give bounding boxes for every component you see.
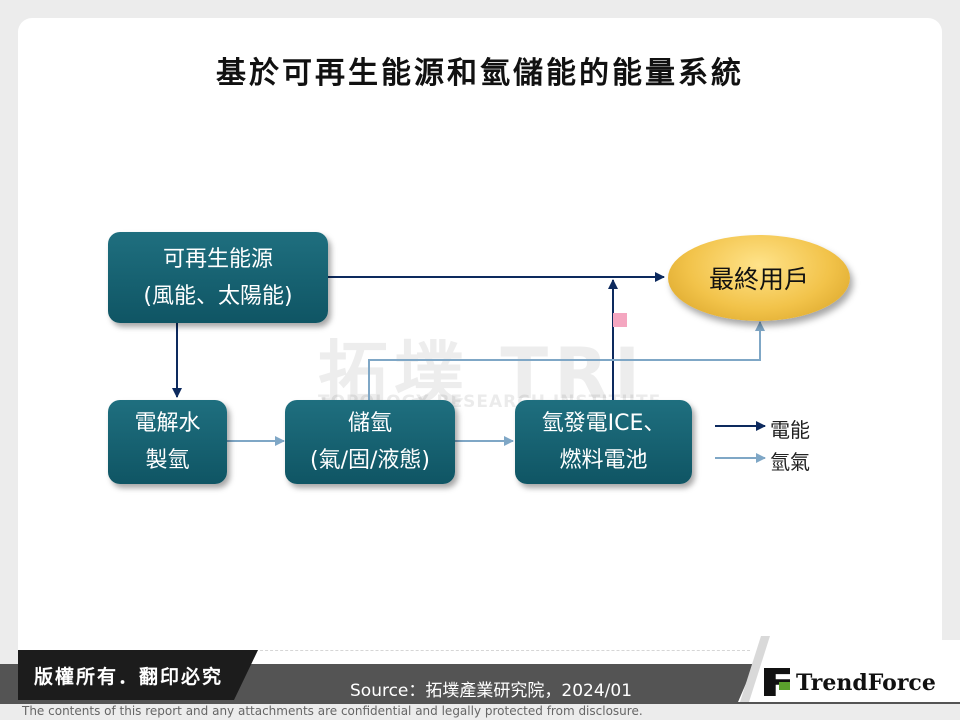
trendforce-logo-accent [779,682,790,690]
node-electrolysis-line1: 電解水 [134,411,201,436]
node-conversion-line1: 氫發電ICE、 [541,411,666,436]
copyright-notice: 版權所有．翻印必究 [18,650,258,700]
node-renewable-line1: 可再生能源 [162,246,273,272]
node-storage-line1: 儲氫 [347,411,392,436]
diagram-title: 基於可再生能源和氫儲能的能量系統 [216,56,744,91]
node-end-user: 最終用戶 [668,235,850,321]
legend-hydrogen-label: 氫氣 [770,450,810,474]
confidentiality-disclaimer: The contents of this report and any atta… [22,704,643,718]
brand-name: TrendForce [796,670,936,696]
arrow-storage-to-enduser [368,321,765,400]
source-credit: Source：拓墣產業研究院，2024/01 [350,681,633,701]
node-hydrogen-storage: 儲氫 (氣/固/液態) [285,400,455,484]
legend-electric-label: 電能 [770,418,810,442]
footer-divider [250,650,750,655]
node-renewable-energy: 可再生能源 (風能、太陽能) [108,232,328,323]
node-electrolysis-line2: 製氫 [145,448,190,473]
node-conversion-line2: 燃料電池 [559,448,648,473]
node-hydrogen-power: 氫發電ICE、 燃料電池 [515,400,692,484]
marker-square [613,313,627,327]
node-renewable-line2: (風能、太陽能) [143,283,293,309]
content-card [18,18,942,668]
node-electrolysis: 電解水 製氫 [108,400,227,484]
node-storage-line2: (氣/固/液態) [310,448,430,473]
